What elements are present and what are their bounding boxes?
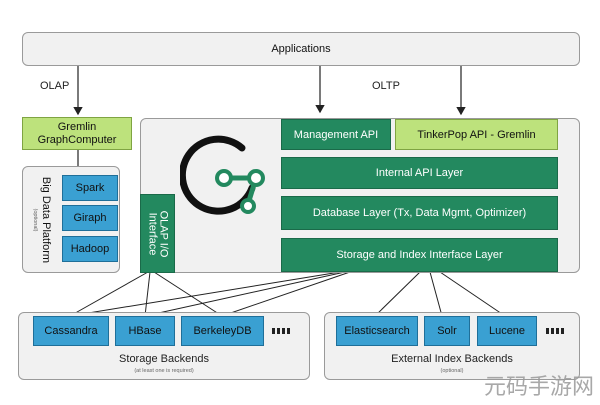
hadoop-box: Hadoop xyxy=(62,236,118,262)
gremlin-graphcomputer-line2: GraphComputer xyxy=(37,133,117,146)
management-api-box: Management API xyxy=(281,119,391,150)
janusgraph-logo-icon xyxy=(180,135,265,215)
cassandra-box: Cassandra xyxy=(33,316,109,346)
more-index-icon xyxy=(546,328,564,334)
lucene-box: Lucene xyxy=(477,316,537,346)
tinkerpop-api-box: TinkerPop API - Gremlin xyxy=(395,119,558,150)
olap-label: OLAP xyxy=(40,80,70,92)
more-storage-icon xyxy=(272,328,290,334)
storage-backends-title: Storage Backends xyxy=(119,353,209,365)
storage-index-interface-layer: Storage and Index Interface Layer xyxy=(281,238,558,272)
solr-box: Solr xyxy=(424,316,470,346)
olap-io-interface-box: OLAP I/O Interface xyxy=(140,194,175,273)
internal-api-layer: Internal API Layer xyxy=(281,157,558,189)
big-data-platform-title-wrap: Big Data Platform (optional) xyxy=(20,168,60,272)
berkeleydb-box: BerkeleyDB xyxy=(181,316,264,346)
big-data-platform-title: Big Data Platform xyxy=(40,176,53,264)
index-backends-note: (optional) xyxy=(440,368,464,374)
database-layer: Database Layer (Tx, Data Mgmt, Optimizer… xyxy=(281,196,558,230)
applications-bar: Applications xyxy=(22,32,580,66)
hbase-box: HBase xyxy=(115,316,175,346)
gremlin-graphcomputer-line1: Gremlin xyxy=(57,120,97,133)
oltp-label: OLTP xyxy=(372,80,400,92)
olap-io-line2: Interface xyxy=(146,212,159,255)
giraph-box: Giraph xyxy=(62,205,118,231)
watermark-logo: 元码手游网 xyxy=(483,375,594,400)
olap-io-line1: OLAP I/O xyxy=(157,210,170,257)
index-backends-title: External Index Backends xyxy=(391,353,513,365)
elasticsearch-box: Elasticsearch xyxy=(336,316,418,346)
applications-label: Applications xyxy=(271,43,331,55)
big-data-platform-note: (optional) xyxy=(32,208,39,232)
spark-box: Spark xyxy=(62,175,118,201)
storage-backends-note: (at least one is required) xyxy=(134,368,194,374)
gremlin-graphcomputer-box: Gremlin GraphComputer xyxy=(22,117,132,150)
